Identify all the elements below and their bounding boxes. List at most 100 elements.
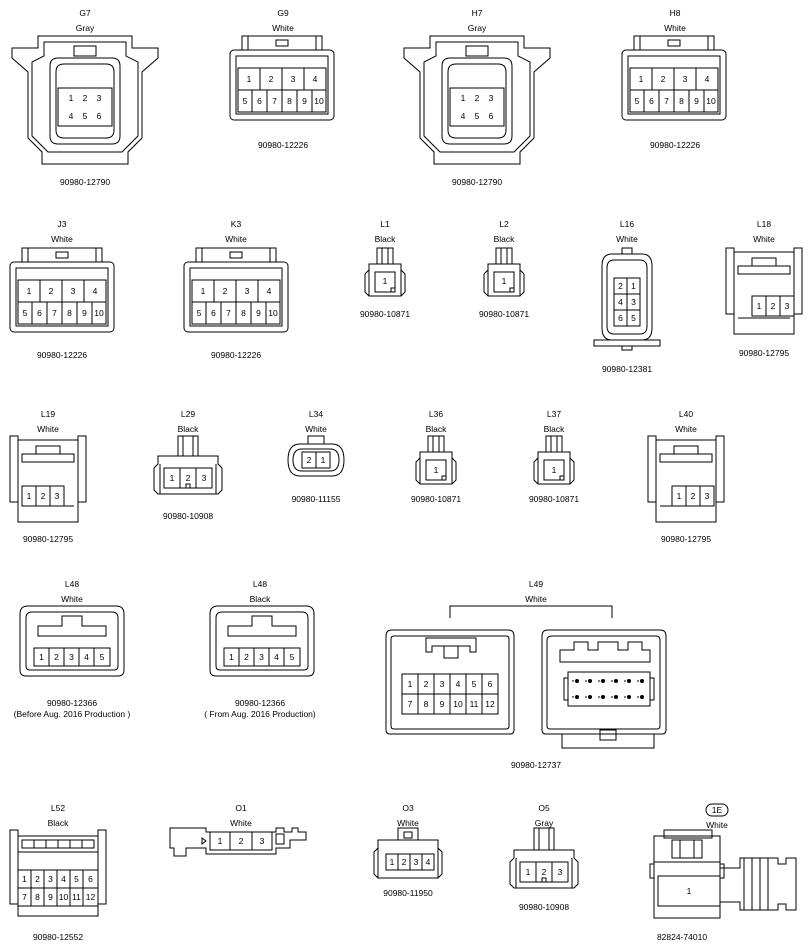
- part-number: 90980-10871: [410, 494, 462, 504]
- pin: 12: [85, 892, 96, 902]
- L49-terminal-dots: [572, 679, 646, 699]
- pin: 7: [664, 96, 669, 106]
- pin: 10: [58, 892, 69, 902]
- pin: 3: [290, 74, 296, 84]
- pin: 3: [259, 836, 265, 846]
- pin: 2: [185, 473, 191, 483]
- part-number: 90980-12790: [59, 177, 111, 187]
- pin: 6: [257, 96, 262, 106]
- connector-G9-outline: [229, 35, 335, 121]
- pin: 7: [22, 892, 27, 902]
- connector-L37: L37 Black 1 90980-10871: [524, 404, 584, 514]
- connector-O3-outline: [373, 827, 443, 879]
- pin: 3: [96, 93, 102, 103]
- connector-L48-white: L48 White 1 2 3 4 5 90980-12366 (Before …: [6, 574, 138, 724]
- pin: 11: [72, 892, 81, 902]
- connector-L48-white-outline: [19, 605, 125, 677]
- connector-L1-outline: [364, 247, 406, 297]
- connector-id: L1: [380, 219, 390, 229]
- connector-color: White: [37, 424, 59, 434]
- pin: 2: [770, 301, 776, 311]
- pin: 8: [35, 892, 40, 902]
- connector-color: Gray: [75, 23, 95, 33]
- pin: 10: [314, 96, 324, 106]
- connector-id: L40: [678, 409, 694, 419]
- connector-H8-outline: [621, 35, 727, 121]
- pin: 1: [433, 465, 439, 475]
- pin: 1: [551, 465, 557, 475]
- connector-L29: L29 Black 1 2 3 90980-10908: [150, 404, 226, 530]
- pin: 3: [682, 74, 688, 84]
- pin: 1: [217, 836, 223, 846]
- pin: 12: [485, 699, 495, 709]
- pin: 3: [704, 491, 710, 501]
- connector-J3: J3 White 1 2 3 4 5 6 7 8 9 10 90980-1222…: [6, 214, 118, 370]
- connector-id: H8: [669, 8, 681, 18]
- pin: 5: [242, 96, 248, 106]
- pin: 3: [201, 473, 207, 483]
- pin: 3: [259, 652, 264, 662]
- part-number: 90980-10871: [359, 309, 411, 319]
- connector-id: H7: [471, 8, 483, 18]
- pin: 1: [68, 93, 74, 103]
- pin: 4: [68, 111, 74, 121]
- connector-id: O3: [402, 803, 414, 813]
- connector-L48-black: L48 Black 1 2 3 4 5 90980-12366 ( From A…: [196, 574, 328, 724]
- pin: 10: [94, 308, 104, 318]
- part-number: 90980-12795: [738, 348, 790, 358]
- pin: 4: [618, 297, 623, 307]
- pin: 8: [241, 308, 246, 318]
- pin: 5: [289, 652, 295, 662]
- connector-1E: 1E White 1 82824-74010: [648, 798, 808, 948]
- pin: 1: [26, 286, 32, 296]
- pin: 4: [61, 874, 66, 884]
- pin: 4: [460, 111, 466, 121]
- pin: 9: [302, 96, 307, 106]
- connector-L2: L2 Black 1 90980-10871: [474, 214, 534, 324]
- pin: 2: [238, 836, 244, 846]
- part-number: 82824-74010: [656, 932, 708, 942]
- part-number: 90980-12790: [451, 177, 503, 187]
- pin: 1: [525, 867, 531, 877]
- pin: 3: [784, 301, 790, 311]
- pin: 8: [287, 96, 292, 106]
- connector-color: Black: [543, 424, 565, 434]
- part-number: 90980-12381: [601, 364, 653, 374]
- part-number: 90980-12226: [257, 140, 309, 150]
- connector-L49-outline: [385, 605, 667, 749]
- pin: 10: [268, 308, 278, 318]
- connector-id: L19: [40, 409, 56, 419]
- part-number: 90980-12552: [32, 932, 84, 942]
- connector-K3: K3 White 1 2 3 4 5 6 7 8 9 10 90980-1222…: [180, 214, 292, 370]
- pin: 1: [229, 652, 234, 662]
- pin: 8: [423, 699, 429, 709]
- pin: 9: [439, 699, 445, 709]
- pin: 7: [52, 308, 57, 318]
- pin: 3: [631, 297, 636, 307]
- pin: 6: [487, 679, 493, 689]
- pin: 4: [455, 679, 461, 689]
- connector-color: White: [272, 23, 294, 33]
- connector-O5: O5 Gray 1 2 3 90980-10908: [506, 798, 582, 918]
- connector-color: White: [753, 234, 775, 244]
- pin: 5: [471, 679, 477, 689]
- connector-id: G7: [79, 8, 91, 18]
- pin: 6: [649, 96, 654, 106]
- connector-L29-outline: [153, 435, 223, 495]
- pin: 10: [453, 699, 463, 709]
- part-number: 90980-10871: [528, 494, 580, 504]
- connector-id: G9: [277, 8, 289, 18]
- pin: 3: [244, 286, 250, 296]
- connector-L40-outline: [647, 435, 725, 523]
- pin: 3: [557, 867, 563, 877]
- connector-id: L48: [252, 579, 268, 589]
- pin: 1: [22, 874, 27, 884]
- part-number: 90980-11950: [383, 888, 433, 898]
- part-number: 90980-12226: [36, 350, 88, 360]
- connector-id: L2: [499, 219, 509, 229]
- connector-O1: O1 White 1 2 3: [166, 798, 316, 868]
- connector-O3: O3 White 1 2 3 4 90980-11950: [370, 798, 446, 908]
- pin: 5: [22, 308, 28, 318]
- connector-L36-outline: [415, 435, 457, 485]
- connector-H8: H8 White 1 2 3 4 5 6 7 8 9 10 90980-1222…: [620, 0, 730, 160]
